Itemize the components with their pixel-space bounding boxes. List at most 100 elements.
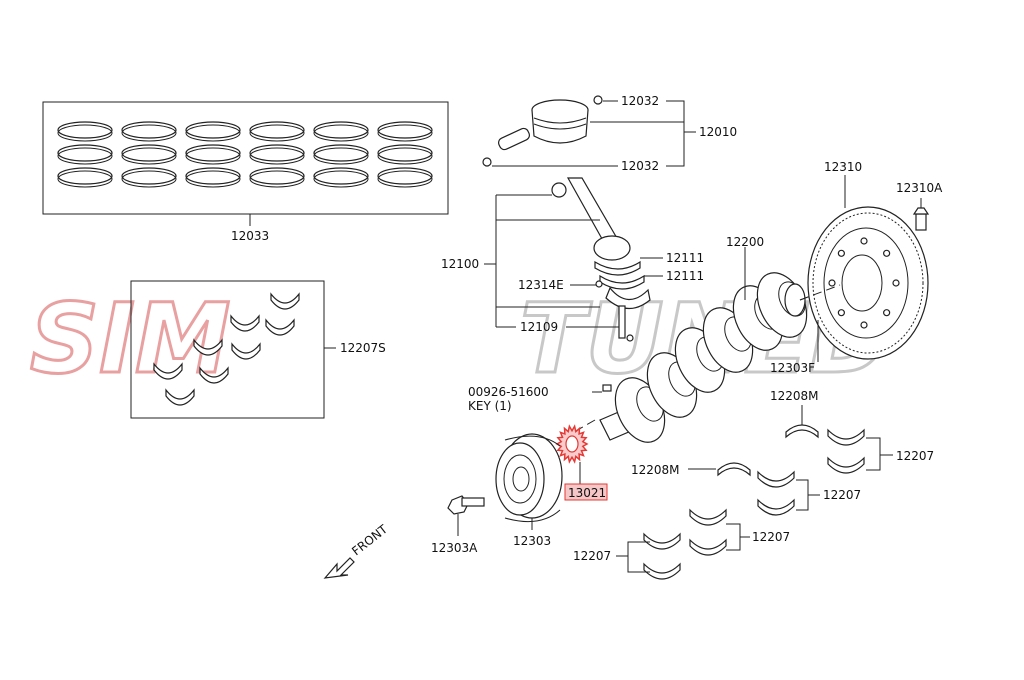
- key-group[interactable]: 00926-51600 KEY (1): [468, 384, 612, 413]
- pulley-face: [495, 442, 545, 516]
- conrod-big-end: [593, 235, 631, 261]
- piston-ring: [249, 144, 305, 162]
- label-front: FRONT: [349, 522, 390, 559]
- flywheel-bolt-hole: [860, 237, 868, 245]
- piston-ring: [249, 167, 305, 185]
- flywheel-bolt-hole: [892, 279, 900, 287]
- label-plug: 12303F: [770, 361, 815, 375]
- highlight-box: [564, 483, 608, 501]
- label-key-text: KEY (1): [468, 399, 512, 413]
- main-bearing-shell: [689, 508, 727, 526]
- flywheel-bolt-hole: [837, 249, 845, 257]
- label-crankshaft: 12200: [726, 235, 764, 249]
- sprocket-drawing: [555, 424, 589, 464]
- label-key-part: 00926-51600: [468, 385, 549, 399]
- flywheel-ring-gear: [807, 206, 929, 360]
- small-end-bushing: [551, 182, 567, 198]
- flywheel-bolt-hole: [860, 321, 868, 329]
- piston-rings-drawing: [57, 121, 433, 188]
- main-bearing-shell: [757, 498, 795, 516]
- label-piston-rings: 12033: [231, 229, 269, 243]
- label-conrod: 12100: [441, 257, 479, 271]
- bearing-shell: [165, 388, 195, 406]
- piston-ring: [313, 144, 369, 162]
- piston-ring: [185, 121, 241, 139]
- piston-ring: [249, 121, 305, 139]
- pulley-group[interactable]: 12303 12303A: [431, 433, 563, 555]
- flywheel-group[interactable]: 12310 12310A 12303F: [770, 160, 943, 375]
- flywheel-bolt-hole: [837, 309, 845, 317]
- label-flywheel-bolt: 12310A: [896, 181, 943, 195]
- piston-ring: [121, 167, 177, 185]
- conrod-bolt-icon: [618, 305, 626, 339]
- main-bearing-shell: [643, 562, 681, 580]
- piston-pin: [498, 127, 530, 151]
- crank-flange: [784, 283, 806, 317]
- front-arrow-icon: [323, 557, 355, 579]
- bearing-shell: [199, 366, 229, 384]
- piston-group[interactable]: 12032 12032 12010: [482, 94, 737, 173]
- piston-ring: [313, 167, 369, 185]
- bearing-set-box: [130, 280, 325, 419]
- label-conrod-nut: 12314E: [518, 278, 564, 292]
- crankshaft-group[interactable]: 12200: [559, 235, 841, 450]
- conrod-bearing-upper-shell: [594, 260, 641, 276]
- label-pulley-bolt: 12303A: [431, 541, 478, 555]
- thrust-washer: [717, 462, 751, 477]
- piston-ring: [185, 144, 241, 162]
- front-arrow: FRONT: [323, 522, 391, 579]
- conrod-cap: [605, 286, 651, 310]
- bearing-shell: [230, 314, 260, 332]
- label-piston: 12010: [699, 125, 737, 139]
- main-bearing-shell: [689, 538, 727, 556]
- label-thrust-washer-2: 12208M: [631, 463, 680, 477]
- piston-ring: [121, 121, 177, 139]
- snap-ring-bottom-icon: [482, 157, 492, 167]
- label-main-bearing-3: 12207: [752, 530, 790, 544]
- sprocket-group[interactable]: 13021: [555, 424, 608, 501]
- piston-ring: [377, 144, 433, 162]
- piston-rings-group[interactable]: 12033: [42, 101, 449, 243]
- piston-ring: [377, 167, 433, 185]
- piston-ring: [57, 121, 113, 139]
- bearing-shell: [270, 292, 300, 310]
- watermark-left: SIM: [30, 283, 230, 395]
- bearing-shell: [153, 362, 183, 380]
- piston-ring: [377, 121, 433, 139]
- bearing-shell: [265, 318, 295, 336]
- main-bearing-shell: [827, 456, 865, 474]
- bearing-shells-drawing: [153, 292, 300, 406]
- conrod-nut-icon: [595, 280, 603, 288]
- main-bearing-shell: [827, 428, 865, 446]
- thrust-washer: [785, 424, 819, 439]
- piston-ring: [121, 144, 177, 162]
- main-bearing-shell: [643, 532, 681, 550]
- main-bearings-drawing: [643, 424, 865, 580]
- piston-ring: [313, 121, 369, 139]
- piston-ring: [57, 144, 113, 162]
- label-snap-ring-top: 12032: [621, 94, 659, 108]
- sprocket-hub: [565, 435, 579, 453]
- flywheel-bolt-icon: [915, 213, 927, 231]
- snap-ring-top-icon: [593, 95, 603, 105]
- bearing-shell: [231, 342, 261, 360]
- label-thrust-washer-1: 12208M: [770, 389, 819, 403]
- label-snap-ring-bottom: 12032: [621, 159, 659, 173]
- label-pulley: 12303: [513, 534, 551, 548]
- piston-ring: [57, 167, 113, 185]
- piston-ring: [185, 167, 241, 185]
- label-flywheel: 12310: [824, 160, 862, 174]
- main-bearings-group[interactable]: 12208M 12207 12208M 12207 12207 12207: [573, 389, 934, 580]
- label-main-bearing-2: 12207: [823, 488, 861, 502]
- flywheel-bolt-hole: [883, 309, 891, 317]
- conrod-bearing-lower-shell: [599, 274, 645, 290]
- label-conrod-bearing-lower: 12111: [666, 269, 704, 283]
- flywheel-bolt-hole: [828, 279, 836, 287]
- label-conrod-bolt: 12109: [520, 320, 558, 334]
- label-main-bearing-1: 12207: [896, 449, 934, 463]
- bearing-shell: [193, 338, 223, 356]
- bearing-set-group[interactable]: 12207S: [130, 280, 386, 419]
- conrod-group[interactable]: 12100 12111 12111 12314E 12109: [441, 177, 704, 342]
